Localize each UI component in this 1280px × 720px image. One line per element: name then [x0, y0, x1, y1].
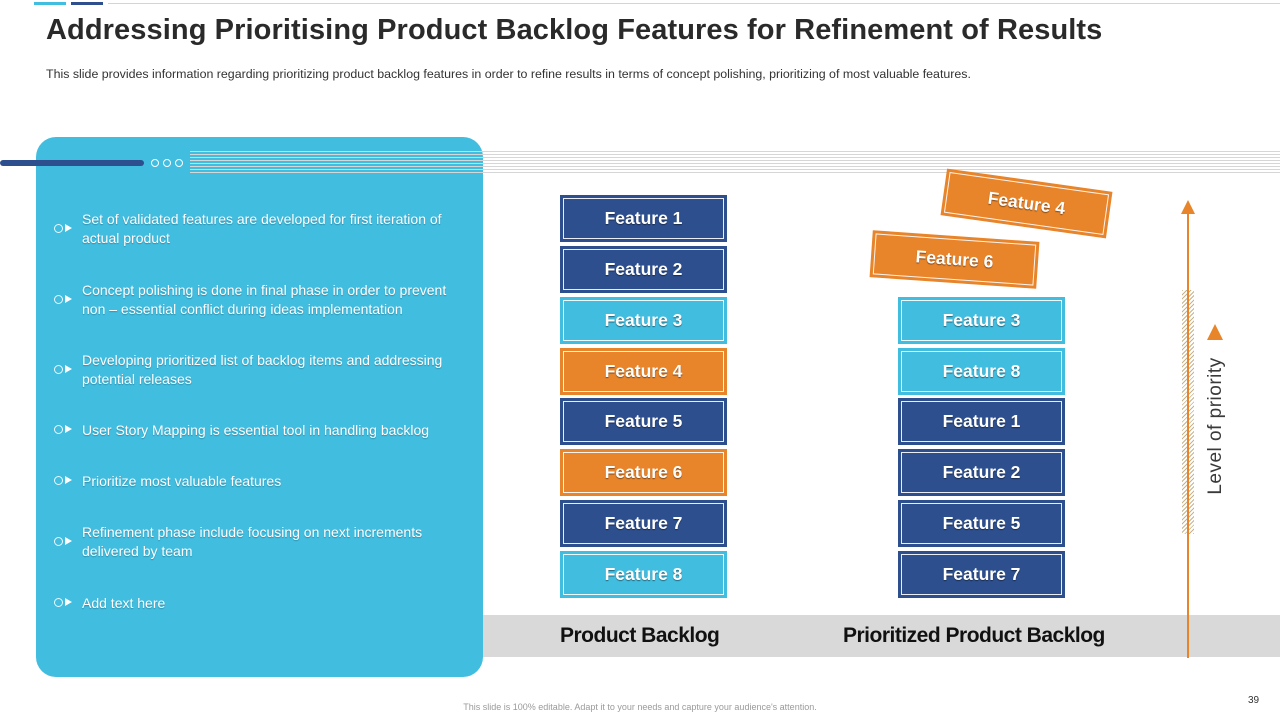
- feature-label: Feature 5: [942, 513, 1021, 533]
- accent-line: [108, 3, 1280, 4]
- bullet-arrow-icon: [54, 536, 74, 548]
- feature-label: Feature 4: [604, 361, 683, 381]
- editable-note: This slide is 100% editable. Adapt it to…: [463, 702, 817, 712]
- bullet-text: Developing prioritized list of backlog i…: [82, 352, 443, 387]
- lifted-feature-box: Feature 6: [869, 230, 1040, 289]
- backlog-feature-box: Feature 4: [560, 348, 727, 395]
- bullet-text: Concept polishing is done in final phase…: [82, 282, 447, 317]
- decorative-ring-icon: [151, 159, 159, 167]
- priority-arrow-line: [1187, 212, 1189, 658]
- slide-subtitle: This slide provides information regardin…: [46, 67, 971, 81]
- info-panel: [36, 137, 483, 677]
- bullet-text: User Story Mapping is essential tool in …: [82, 422, 430, 438]
- prioritized-feature-box: Feature 7: [898, 551, 1065, 598]
- bullet-text: Add text here: [82, 595, 166, 611]
- feature-label: Feature 1: [942, 411, 1021, 431]
- priority-arrow-head-icon: [1181, 200, 1195, 214]
- feature-label: Feature 7: [604, 513, 683, 533]
- lifted-feature-box: Feature 4: [940, 168, 1113, 239]
- feature-label: Feature 6: [604, 462, 683, 482]
- prioritized-backlog-label: Prioritized Product Backlog: [843, 624, 1105, 647]
- bullet-arrow-icon: [54, 424, 74, 436]
- decorative-ring-icon: [175, 159, 183, 167]
- backlog-feature-box: Feature 8: [560, 551, 727, 598]
- backlog-feature-box: Feature 7: [560, 500, 727, 547]
- bullet-text: Prioritize most valuable features: [82, 473, 282, 489]
- column-label-band: [483, 615, 1280, 657]
- slide-title: Addressing Prioritising Product Backlog …: [46, 14, 1103, 46]
- priority-axis-label: Level of priority: [1205, 357, 1226, 495]
- accent-segment-cyan: [34, 2, 66, 5]
- feature-label: Feature 3: [604, 310, 683, 330]
- bullet-text: Refinement phase include focusing on nex…: [82, 524, 423, 559]
- feature-label: Feature 4: [986, 187, 1067, 219]
- bullet-arrow-icon: [54, 364, 74, 376]
- feature-label: Feature 8: [942, 361, 1021, 381]
- top-accent-bar: [0, 2, 1280, 5]
- prioritized-feature-box: Feature 3: [898, 297, 1065, 344]
- feature-label: Feature 2: [604, 259, 683, 279]
- product-backlog-label: Product Backlog: [560, 624, 720, 647]
- prioritized-feature-box: Feature 5: [898, 500, 1065, 547]
- page-number: 39: [1248, 695, 1260, 706]
- decorative-blue-bar: [0, 160, 144, 166]
- priority-triangle-icon: [1207, 324, 1223, 340]
- feature-label: Feature 3: [942, 310, 1021, 330]
- backlog-feature-box: Feature 5: [560, 398, 727, 445]
- bullet-arrow-icon: [54, 475, 74, 487]
- backlog-feature-box: Feature 2: [560, 246, 727, 293]
- prioritized-feature-box: Feature 8: [898, 348, 1065, 395]
- prioritized-feature-box: Feature 1: [898, 398, 1065, 445]
- feature-label: Feature 5: [604, 411, 683, 431]
- feature-label: Feature 1: [604, 208, 683, 228]
- feature-label: Feature 8: [604, 564, 683, 584]
- feature-label: Feature 6: [915, 246, 995, 272]
- backlog-feature-box: Feature 1: [560, 195, 727, 242]
- decorative-hatch-lines: [190, 151, 1280, 175]
- feature-label: Feature 2: [942, 462, 1021, 482]
- bullet-arrow-icon: [54, 223, 74, 235]
- decorative-ring-icon: [163, 159, 171, 167]
- backlog-feature-box: Feature 6: [560, 449, 727, 496]
- accent-segment-navy: [71, 2, 103, 5]
- bullet-text: Set of validated features are developed …: [82, 211, 442, 246]
- feature-label: Feature 7: [942, 564, 1021, 584]
- bullet-arrow-icon: [54, 294, 74, 306]
- prioritized-feature-box: Feature 2: [898, 449, 1065, 496]
- backlog-feature-box: Feature 3: [560, 297, 727, 344]
- bullet-arrow-icon: [54, 597, 74, 609]
